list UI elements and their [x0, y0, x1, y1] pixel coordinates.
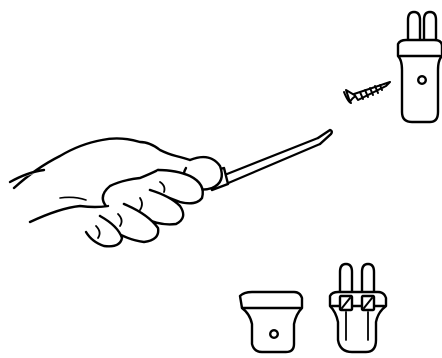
terminal-screw-icon [362, 296, 374, 310]
plug-cover-hole-icon [270, 330, 278, 338]
plug-core-icon [330, 264, 386, 352]
hand-icon [10, 138, 222, 246]
screw-icon [344, 82, 390, 103]
plug-icon [398, 12, 442, 122]
plug-cover-icon [240, 292, 302, 352]
terminal-screw-icon [340, 296, 352, 310]
